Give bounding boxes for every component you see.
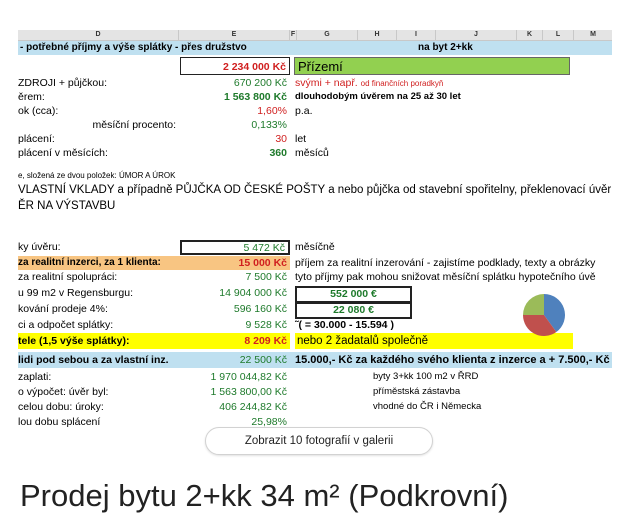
- row-note: tyto příjmy pak mohou snižovat měsíční s…: [295, 271, 596, 283]
- row-label: měsíční procento:: [92, 119, 176, 131]
- sheet-row: měsíční procento: 0,133%: [18, 118, 612, 132]
- sheet-title-right: na byt 2+kk: [418, 42, 473, 53]
- row-value: 1 970 044,82 Kč: [210, 371, 287, 383]
- column-header-k: K: [517, 30, 543, 41]
- column-header-h: H: [358, 30, 397, 41]
- row-value: 670 200 Kč: [233, 77, 287, 89]
- pie-slice: [544, 294, 565, 332]
- column-header-l: L: [543, 30, 574, 41]
- row-value: 360: [269, 147, 287, 159]
- row-value: 1 563 800 Kč: [223, 91, 287, 103]
- sheet-row: plácení: 30 let: [18, 132, 612, 146]
- sheet-title-left: - potřebné příjmy a výše splátky - přes …: [20, 42, 247, 53]
- sheet-row: ci a odpočet splátky: 9 528 Kč ˜( = 30.0…: [18, 318, 612, 332]
- spreadsheet-image[interactable]: D E F G H I J K L M - potřebné příjmy a …: [18, 25, 612, 433]
- column-header-e: E: [179, 30, 290, 41]
- paragraph-line-1: VLASTNÍ VKLADY a případně PŮJČKA OD ČESK…: [18, 184, 612, 196]
- row-label: zaplati:: [18, 371, 52, 383]
- row-note: ˜( = 30.000 - 15.594 ): [295, 319, 394, 331]
- sheet-row: celou dobu: úroky: 406 244,82 Kč vhodné …: [18, 400, 612, 414]
- column-header-f: F: [290, 30, 297, 41]
- pie-slice: [523, 294, 544, 315]
- sheet-row: za realitní spolupráci: 7 500 Kč tyto př…: [18, 270, 612, 284]
- column-header-i: I: [397, 30, 436, 41]
- row-note-b: od finančních poradkyň: [360, 79, 444, 88]
- column-header-d: D: [18, 30, 179, 41]
- row-note: měsíců: [295, 147, 329, 159]
- row-label: kování prodeje 4%:: [18, 303, 108, 315]
- column-header-m: M: [574, 30, 612, 41]
- row-note: vhodné do ČR i Německa: [373, 401, 482, 412]
- row-value: 8 209 Kč: [180, 333, 290, 349]
- column-header-j: J: [436, 30, 517, 41]
- row-note: p.a.: [295, 105, 313, 117]
- sheet-row: lou dobu splácení 25,98%: [18, 415, 612, 429]
- row-box-value: 552 000 €: [295, 286, 412, 303]
- sheet-row: ky úvěru: 5 472 Kč měsíčně: [18, 240, 612, 255]
- row-label: ěrem:: [18, 91, 45, 103]
- row-note: měsíčně: [295, 241, 335, 253]
- row-label: celou dobu: úroky:: [18, 401, 104, 413]
- row-note: nebo 2 žadatalů společně: [295, 333, 573, 349]
- row-value: 22 500 Kč: [239, 354, 287, 366]
- row-value: 14 904 000 Kč: [219, 287, 287, 299]
- row-value: 15 000 Kč: [180, 256, 290, 270]
- row-note-a: svými + např.: [295, 77, 358, 89]
- row-label: u 99 m2 v Regensburgu:: [18, 287, 133, 299]
- row-note: svými + např. od finančních poradkyň: [295, 76, 443, 91]
- row-value: 5 472 Kč: [180, 240, 290, 255]
- row-label: za realitní inzerci, za 1 klienta:: [18, 256, 180, 270]
- row-note: dlouhodobým úvěrem na 25 až 30 let: [295, 91, 461, 102]
- sheet-row: ZDROJI + půjčkou: 670 200 Kč svými + nap…: [18, 76, 612, 90]
- row-note: příjem za realitní inzerování - zajistím…: [295, 257, 596, 269]
- pie-chart: [523, 294, 565, 336]
- sheet-row: tele (1,5 výše splátky): 8 209 Kč nebo 2…: [18, 333, 612, 349]
- paragraph-line-2: ĚR NA VÝSTAVBU: [18, 200, 116, 212]
- row-value: 596 160 Kč: [233, 303, 287, 315]
- row-note: příměstská zástavba: [373, 386, 461, 397]
- sheet-row: ěrem: 1 563 800 Kč dlouhodobým úvěrem na…: [18, 90, 612, 104]
- sheet-row: o výpočet: úvěr byl: 1 563 800,00 Kč pří…: [18, 385, 612, 399]
- row-value: 1 563 800,00 Kč: [210, 386, 287, 398]
- total-price-value: 2 234 000 Kč: [180, 57, 290, 75]
- row-value: 25,98%: [251, 416, 287, 428]
- sheet-row: ok (cca): 1,60% p.a.: [18, 104, 612, 118]
- sheet-row-price: 2 234 000 Kč Přízemí: [18, 57, 612, 75]
- row-label: tele (1,5 výše splátky):: [18, 333, 180, 349]
- sheet-row: lidi pod sebou a za vlastní inz. 22 500 …: [18, 352, 612, 368]
- row-value: 30: [275, 133, 287, 145]
- pie-slice: [523, 315, 557, 336]
- row-box-value: 22 080 €: [295, 302, 412, 319]
- row-value: 1,60%: [257, 105, 287, 117]
- row-label: za realitní spolupráci:: [18, 271, 118, 283]
- sheet-row: zaplati: 1 970 044,82 Kč byty 3+kk 100 m…: [18, 370, 612, 384]
- row-note: 15.000,- Kč za každého svého klienta z i…: [295, 354, 610, 366]
- sheet-row: za realitní inzerci, za 1 klienta: 15 00…: [18, 256, 612, 270]
- sheet-row: kování prodeje 4%: 596 160 Kč 22 080 €: [18, 302, 612, 319]
- row-note: let: [295, 133, 307, 145]
- row-label: ZDROJI + půjčkou:: [18, 77, 107, 89]
- row-label: ky úvěru:: [18, 241, 61, 253]
- row-value: 0,133%: [251, 119, 287, 131]
- row-value: 7 500 Kč: [245, 271, 287, 283]
- small-note: e, složená ze dvou položek: ÚMOR A ÚROK: [18, 171, 176, 180]
- row-label: plácení:: [18, 133, 55, 145]
- row-label: o výpočet: úvěr byl:: [18, 386, 109, 398]
- row-value: 9 528 Kč: [245, 319, 287, 331]
- sheet-row: plácení v měsících: 360 měsíců: [18, 146, 612, 160]
- row-value: 406 244,82 Kč: [219, 401, 287, 413]
- column-header-g: G: [297, 30, 358, 41]
- row-label: ci a odpočet splátky:: [18, 319, 114, 331]
- gallery-button[interactable]: Zobrazit 10 fotografií v galerii: [205, 427, 433, 455]
- row-note: byty 3+kk 100 m2 v ŘRD: [373, 371, 479, 382]
- row-label: plácení v měsících:: [18, 147, 108, 159]
- row-label: lou dobu splácení: [18, 416, 101, 428]
- row-label: ok (cca):: [18, 105, 59, 117]
- prizemi-cell: Přízemí: [294, 57, 570, 75]
- listing-title: Prodej bytu 2+kk 34 m² (Podkrovní): [20, 478, 509, 513]
- row-label: lidi pod sebou a za vlastní inz.: [18, 354, 169, 366]
- sheet-title-row: - potřebné příjmy a výše splátky - přes …: [18, 41, 612, 55]
